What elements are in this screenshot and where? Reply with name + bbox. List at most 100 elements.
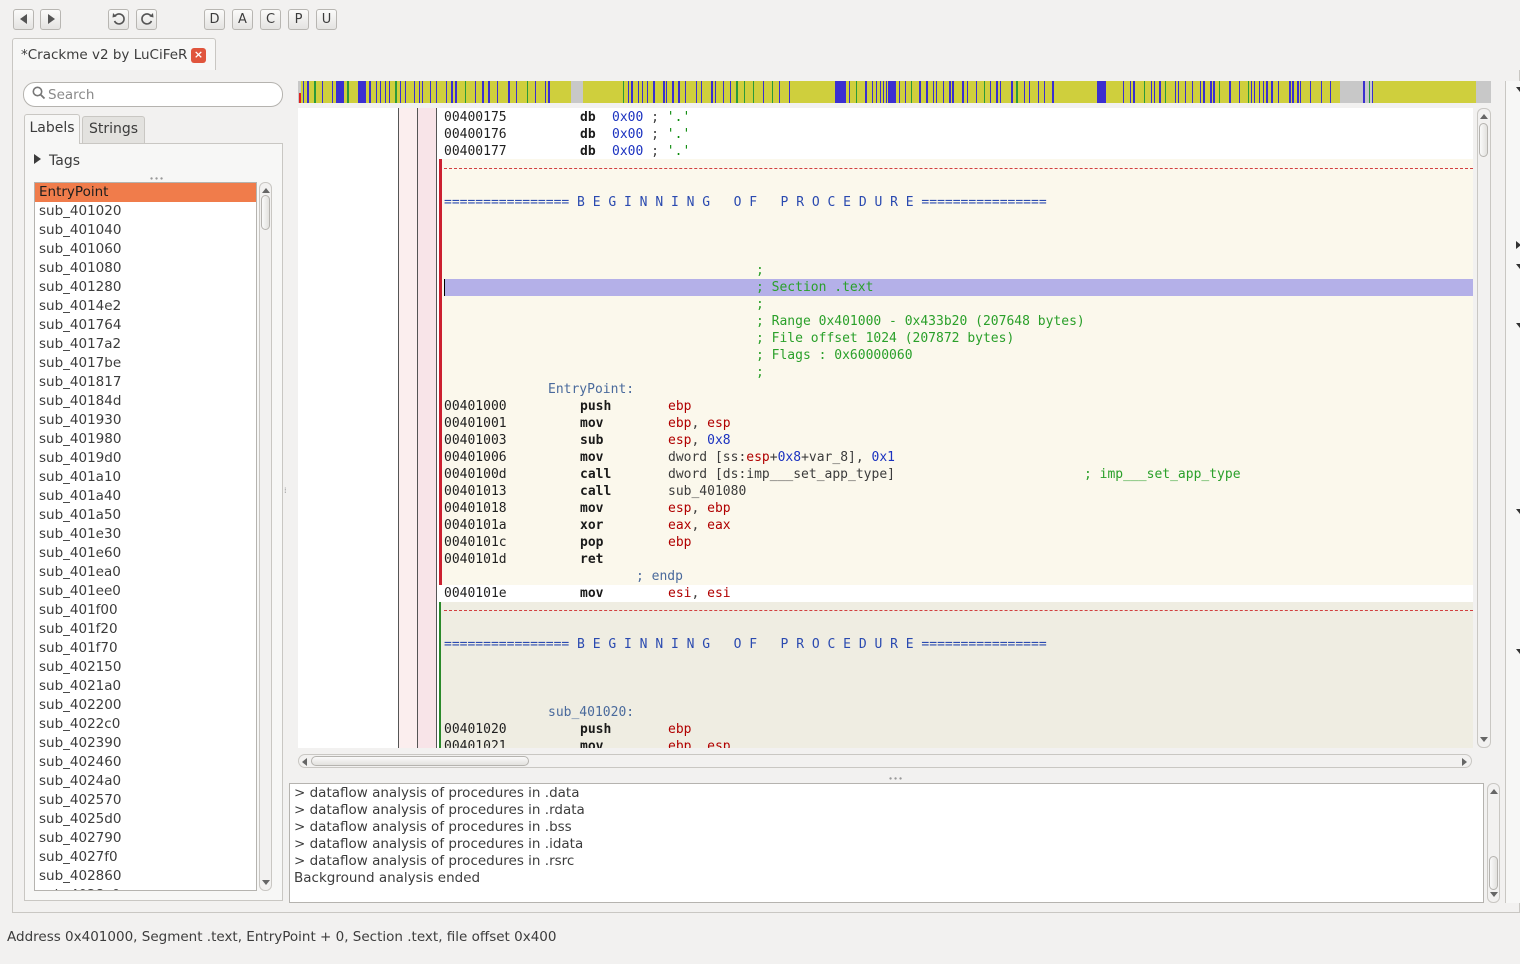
- data-operands[interactable]: 0x00 ; '.': [612, 109, 690, 126]
- instruction-mnemonic[interactable]: sub: [580, 433, 604, 448]
- instruction-address[interactable]: 00401003: [444, 433, 507, 448]
- label-list-item[interactable]: sub_401280: [39, 279, 122, 295]
- instruction-address[interactable]: 00401018: [444, 501, 507, 516]
- labels-scrollbar-thumb[interactable]: [261, 195, 270, 230]
- collapse-arrow-icon[interactable]: [1516, 509, 1520, 514]
- instruction-operands[interactable]: dword [ss:esp+0x8+var_8], 0x1: [668, 449, 895, 466]
- endp-comment[interactable]: ; endp: [636, 569, 683, 584]
- instruction-operands[interactable]: sub_401080: [668, 483, 746, 500]
- instruction-operands[interactable]: esi, esi: [668, 585, 731, 602]
- toolbar-button-d[interactable]: D: [204, 9, 225, 30]
- instruction-address[interactable]: 0040100d: [444, 467, 507, 482]
- instruction-operands[interactable]: dword [ds:imp___set_app_type]: [668, 466, 895, 483]
- instruction-operands[interactable]: ebp: [668, 398, 691, 415]
- label-list-item[interactable]: sub_402570: [39, 792, 122, 808]
- label-list-item[interactable]: sub_4025d0: [39, 811, 122, 827]
- toolbar-button-u[interactable]: U: [316, 9, 337, 30]
- scroll-left-icon[interactable]: [302, 758, 307, 766]
- toolbar-button-a[interactable]: A: [232, 9, 253, 30]
- instruction-mnemonic[interactable]: ret: [580, 552, 604, 567]
- back-button[interactable]: [13, 9, 34, 30]
- label-list-item[interactable]: sub_402200: [39, 697, 122, 713]
- tags-expander[interactable]: Tags: [34, 153, 80, 169]
- toolbar-button-c[interactable]: C: [260, 9, 281, 30]
- label-list-item[interactable]: sub_401930: [39, 412, 122, 428]
- tab-strings[interactable]: Strings: [82, 116, 145, 143]
- instruction-operands[interactable]: esp, ebp: [668, 500, 731, 517]
- document-tab[interactable]: *Crackme v2 by LuCiFeR ×: [12, 38, 216, 72]
- horizontal-scrollbar-thumb[interactable]: [311, 756, 529, 766]
- sub-401020-label[interactable]: sub_401020:: [548, 705, 635, 720]
- instruction-mnemonic[interactable]: push: [580, 399, 612, 414]
- data-address[interactable]: 00400175: [444, 110, 507, 125]
- scroll-up-icon[interactable]: [262, 188, 270, 193]
- instruction-mnemonic[interactable]: mov: [580, 416, 604, 431]
- label-list-item[interactable]: sub_401ee0: [39, 583, 121, 599]
- label-list-item[interactable]: sub_4022c0: [39, 716, 121, 732]
- collapse-arrow-icon[interactable]: [1516, 87, 1520, 92]
- label-list-item[interactable]: sub_402150: [39, 659, 122, 675]
- label-list-item[interactable]: sub_40184d: [39, 393, 122, 409]
- toolbar-button-p[interactable]: P: [288, 9, 309, 30]
- entrypoint-label[interactable]: EntryPoint:: [548, 382, 635, 397]
- label-list-item[interactable]: sub_401ea0: [39, 564, 121, 580]
- forward-button[interactable]: [40, 9, 61, 30]
- collapse-arrow-icon[interactable]: [1516, 649, 1520, 654]
- tab-labels[interactable]: Labels: [24, 114, 80, 144]
- section-comment[interactable]: ; Section .text: [756, 280, 874, 295]
- label-list-item[interactable]: sub_401e60: [39, 545, 122, 561]
- instruction-operands[interactable]: ebp: [668, 721, 691, 738]
- instruction-mnemonic[interactable]: call: [580, 484, 612, 499]
- log-splitter-grip[interactable]: ∙∙∙: [888, 774, 904, 783]
- disassembly-scrollbar[interactable]: [1477, 108, 1491, 748]
- log-scrollbar[interactable]: [1487, 783, 1500, 903]
- label-list-item[interactable]: sub_401817: [39, 374, 122, 390]
- scroll-down-icon[interactable]: [1490, 892, 1498, 897]
- data-directive[interactable]: db: [580, 110, 596, 125]
- data-operands[interactable]: 0x00 ; '.': [612, 143, 690, 160]
- instruction-operands[interactable]: ebp: [668, 534, 691, 551]
- label-list-item[interactable]: sub_401a40: [39, 488, 122, 504]
- instruction-address[interactable]: 00401001: [444, 416, 507, 431]
- disassembly-horizontal-scrollbar[interactable]: [298, 754, 1472, 768]
- label-list-item[interactable]: sub_4019d0: [39, 450, 122, 466]
- label-list-item[interactable]: sub_4028c0: [35, 886, 256, 890]
- navigation-bar[interactable]: [298, 81, 1491, 103]
- instruction-address[interactable]: 0040101c: [444, 535, 507, 550]
- instruction-mnemonic[interactable]: mov: [580, 586, 604, 601]
- instruction-comment[interactable]: ; imp___set_app_type: [1084, 467, 1241, 482]
- data-directive[interactable]: db: [580, 144, 596, 159]
- instruction-operands[interactable]: esp, 0x8: [668, 432, 731, 449]
- instruction-mnemonic[interactable]: mov: [580, 739, 604, 748]
- label-list-item[interactable]: sub_401080: [39, 260, 122, 276]
- data-address[interactable]: 00400177: [444, 144, 507, 159]
- label-list-item[interactable]: sub_401040: [39, 222, 122, 238]
- label-list-item[interactable]: sub_401f20: [39, 621, 118, 637]
- data-operands[interactable]: 0x00 ; '.': [612, 126, 690, 143]
- close-tab-icon[interactable]: ×: [191, 48, 206, 63]
- instruction-mnemonic[interactable]: call: [580, 467, 612, 482]
- label-list-item[interactable]: sub_401f70: [39, 640, 118, 656]
- collapse-arrow-icon[interactable]: [1516, 264, 1520, 269]
- instruction-operands[interactable]: ebp, esp: [668, 415, 731, 432]
- instruction-mnemonic[interactable]: push: [580, 722, 612, 737]
- section-comment[interactable]: ; Range 0x401000 - 0x433b20 (207648 byte…: [756, 314, 1085, 329]
- label-list-item[interactable]: sub_402460: [39, 754, 122, 770]
- instruction-mnemonic[interactable]: pop: [580, 535, 604, 550]
- expand-arrow-icon[interactable]: [1516, 241, 1520, 249]
- search-input[interactable]: [48, 86, 273, 104]
- instruction-address[interactable]: 0040101d: [444, 552, 507, 567]
- instruction-address[interactable]: 0040101a: [444, 518, 507, 533]
- instruction-mnemonic[interactable]: mov: [580, 501, 604, 516]
- label-list-item[interactable]: EntryPoint: [35, 183, 256, 202]
- label-list-item[interactable]: sub_402860: [39, 868, 122, 884]
- label-list-item[interactable]: sub_4017be: [39, 355, 122, 371]
- instruction-mnemonic[interactable]: xor: [580, 518, 604, 533]
- instruction-address[interactable]: 00401006: [444, 450, 507, 465]
- label-list-item[interactable]: sub_402790: [39, 830, 122, 846]
- label-list-item[interactable]: sub_401e30: [39, 526, 122, 542]
- instruction-operands[interactable]: ebp, esp: [668, 738, 731, 748]
- section-comment[interactable]: ;: [756, 297, 764, 312]
- section-comment[interactable]: ;: [756, 365, 764, 380]
